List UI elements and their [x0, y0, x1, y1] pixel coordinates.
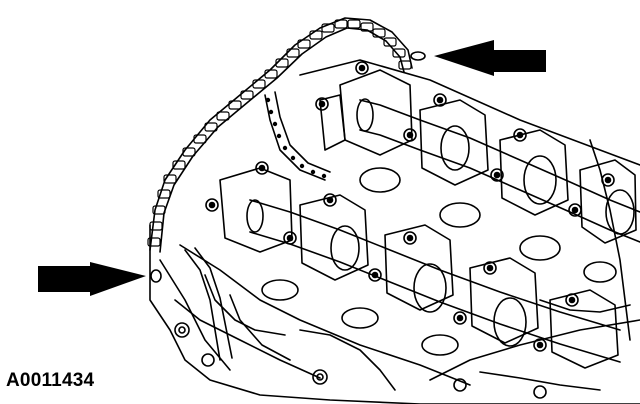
- valve-pockets: [261, 167, 617, 356]
- upper-camshaft: [356, 98, 640, 243]
- timing-chain: [147, 17, 413, 253]
- lower-camshaft: [246, 199, 621, 363]
- head-front-face: [179, 244, 471, 386]
- cap-bolts: [205, 61, 615, 352]
- cylinder-head-outline: [149, 224, 640, 404]
- locating-pin-lower: [150, 269, 162, 283]
- figure-id-label: A0011434: [6, 370, 95, 391]
- chain-guide: [184, 249, 221, 361]
- bearing-caps: [219, 69, 637, 369]
- locating-pin-upper: [410, 51, 426, 61]
- arrow-left-icon: [434, 40, 546, 76]
- head-upper-edge: [299, 59, 640, 166]
- arrow-right-icon: [38, 262, 146, 296]
